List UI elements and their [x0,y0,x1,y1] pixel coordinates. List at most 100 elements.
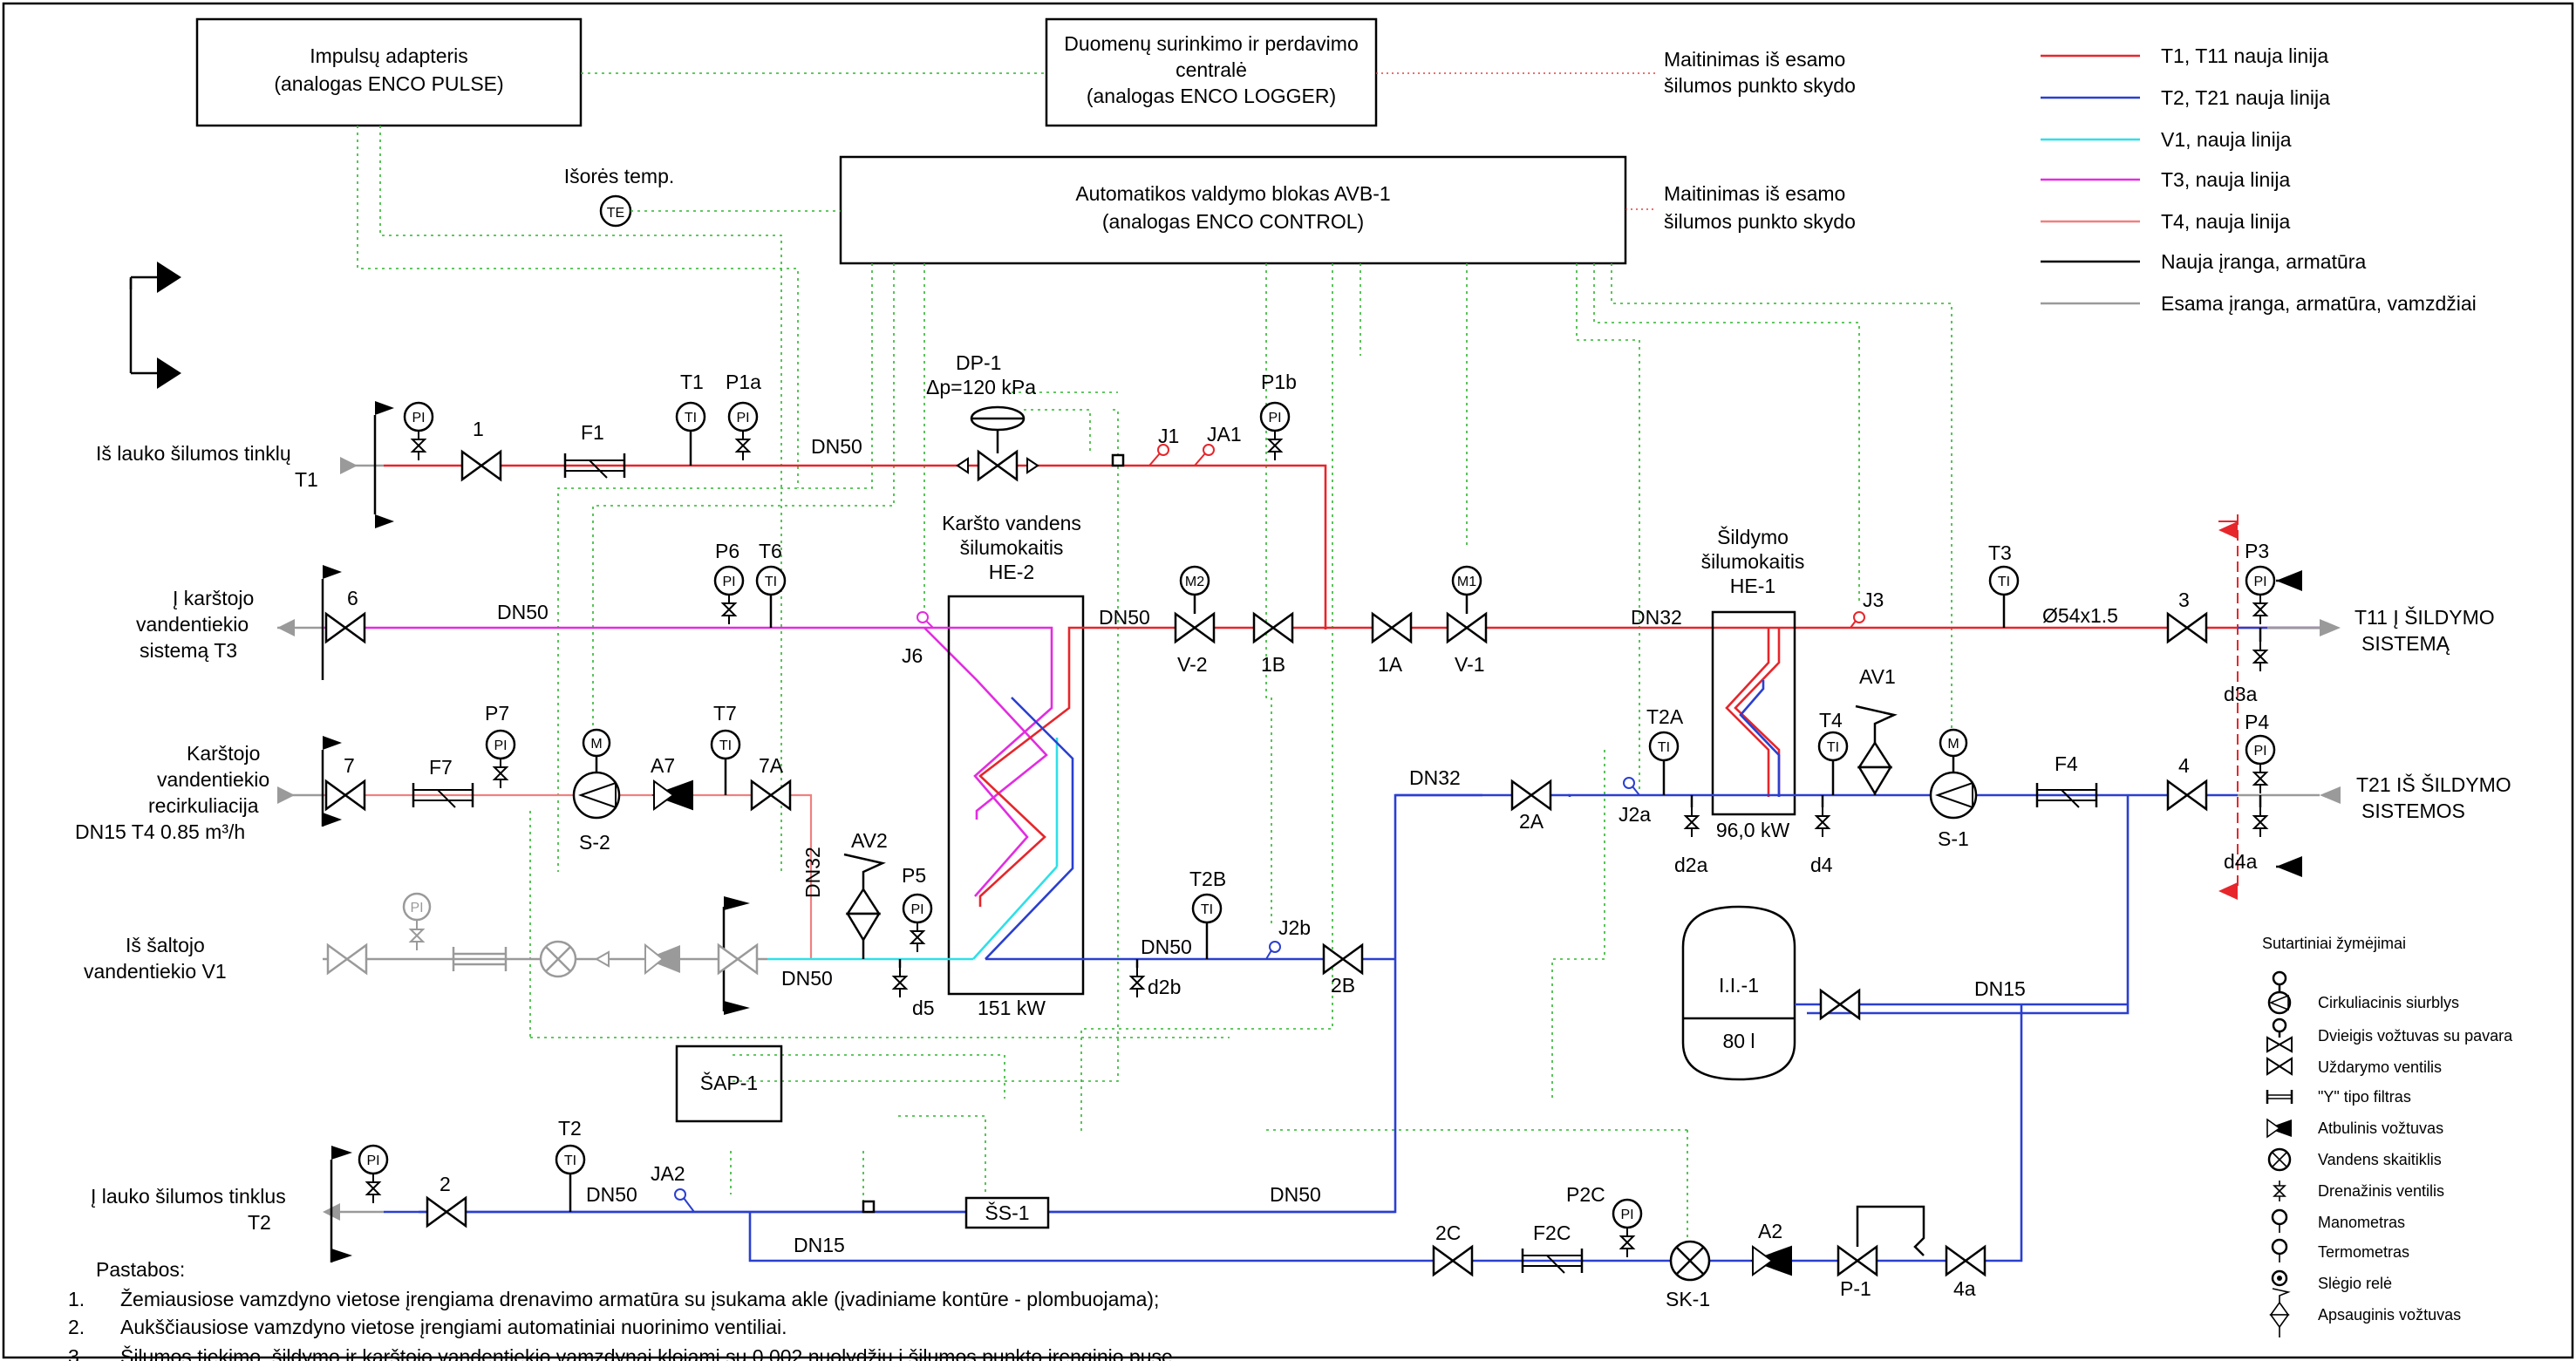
drain-d5-icon [893,959,907,998]
dn50-cold-label: DN50 [781,967,833,990]
pi-text: PI [910,902,923,917]
ja1-label: JA1 [1207,423,1242,446]
dhw-out-line3: sistemą T3 [140,639,237,662]
legend-new: Nauja įranga, armatūra [2161,250,2366,273]
note-2-text: Aukščiausiose vamzdyno vietose įrengiami… [120,1316,787,1338]
water-meter-icon [539,940,577,978]
power-label-2: Maitinimas iš esamo šilumos punkto skydo [1664,182,1856,233]
valve-4a-label: 4a [1953,1277,1976,1300]
dn50-meter-label: DN50 [1270,1183,1321,1206]
hx1-line3: HE-1 [1730,575,1775,597]
shutoff-valve-2a-icon [1510,779,1552,811]
heating-return-line [419,786,2341,1214]
heat-out-line1: T11 Į ŠILDYMO [2355,605,2495,629]
j1-label: J1 [1158,425,1179,447]
exp-tank-label: I.I.-1 [1719,974,1759,997]
t3-label: T3 [1988,541,2012,564]
data-logger-box: Duomenų surinkimo ir perdavimo centralė … [1045,17,1378,127]
ti-t1-icon: TI [675,401,706,466]
hx1-line2: šilumokaitis [1701,550,1805,573]
signal-lines [357,72,1952,1238]
recirc-line3: recirkuliacija [148,794,259,817]
power-label-1: Maitinimas iš esamo šilumos punkto skydo [1664,48,1856,97]
p1-label: P-1 [1840,1277,1871,1300]
legend-symbol-8: Manometras [2318,1214,2405,1231]
sk1-label: SK-1 [1666,1288,1710,1310]
shutoff-valve-4a-icon [1945,1245,1987,1276]
pi-text: PI [1620,1208,1633,1222]
pipe-size-label: Ø54x1.5 [2042,604,2118,627]
legend-symbol-6: Vandens skaitiklis [2318,1151,2442,1168]
pi-p1b-icon: PI [1259,401,1291,461]
power1-line2: šilumos punkto skydo [1664,74,1856,97]
a2-label: A2 [1758,1220,1782,1242]
te-text: TE [607,206,624,221]
ti-t2a-icon: TI [1648,731,1680,795]
valve-3-label: 3 [2178,589,2190,611]
dhw-line-t3 [277,619,1048,820]
shutoff-valve-3-icon [2166,612,2208,643]
motor-valve-v2-icon: M2 [1174,565,1216,643]
dn50-dhw-label: DN50 [497,601,549,623]
ti-t7-icon: TI [710,729,741,795]
recirc-line2: vandentiekio [157,768,269,791]
shutoff-valve-4-icon [2166,779,2208,811]
j2a-label: J2a [1619,803,1651,826]
return-flags [330,1146,352,1262]
shutoff-valve-1b-icon [1252,612,1294,643]
t7-label: T7 [713,702,737,725]
avb-line1: Automatikos valdymo blokas AVB-1 [1075,182,1390,205]
drain-d2a-icon [1685,795,1699,838]
expansion-tank-ii1: I.I.-1 80 l [1681,905,1796,1081]
valve-7a-label: 7A [759,754,784,777]
ti-text: TI [765,575,777,589]
pi-gauge-supply-icon: PI [403,401,434,461]
j2b-label: J2b [1278,916,1311,939]
pi-text: PI [494,738,507,753]
legend-water-meter-icon [2267,1147,2292,1172]
temp-sensor-j2b-icon [1265,941,1281,960]
av1-label: AV1 [1859,665,1896,688]
legend-symbol-9: Termometras [2318,1243,2409,1261]
dn32-recirc-label: DN32 [801,847,824,898]
drain-d4-icon [1816,795,1830,838]
power1-line1: Maitinimas iš esamo [1664,48,1845,71]
d4-label: d4 [1810,854,1833,876]
drain-d3a-icon [2253,628,2267,672]
pi-p1a-icon: PI [727,401,759,461]
legend-t2: T2, T21 nauja linija [2161,86,2330,109]
safety-valve-av2-icon [843,853,886,959]
legend-symbol-2: Dvieigis vožtuvas su pavara [2318,1027,2513,1045]
pi-text: PI [366,1153,379,1168]
legend-symbol-5: Atbulinis vožtuvas [2318,1119,2443,1137]
exp-tank-volume: 80 l [1722,1030,1755,1052]
supply-inlet-line1: Iš lauko šilumos tinklų [96,442,291,465]
dn32-primary-label: DN32 [1631,606,1682,629]
dn50-return-label: DN50 [586,1183,637,1206]
legend-motor-valve-icon [2266,1017,2293,1053]
line-legend: T1, T11 nauja linija T2, T21 nauja linij… [2041,44,2477,315]
pi-text: PI [1268,411,1281,425]
temp-sensor-j1-icon [1148,444,1169,466]
legend-symbol-11: Apsauginis vožtuvas [2318,1306,2461,1324]
temp-sensor-j6-icon [917,611,934,629]
ti-text: TI [719,738,732,753]
legend-symbol-10: Slėgio relė [2318,1275,2392,1292]
pump-s1-icon: M [1929,728,1978,820]
dn15-expansion-label: DN15 [1974,977,2026,1000]
ti-text: TI [685,411,697,425]
a7-label: A7 [651,754,675,777]
legend-t1: T1, T11 nauja linija [2161,44,2328,67]
valve-7-label: 7 [344,754,355,777]
supply-line-t1 [340,457,1327,629]
cold-inlet-line1: Iš šaltojo [126,934,205,956]
heat-exchanger-he2: Karšto vandens šilumokaitis HE-2 151 kW [924,512,1085,1019]
note-2-number: 2. [68,1316,85,1338]
hx2-line2: šilumokaitis [960,536,1064,559]
sap1-label: ŠAP-1 [700,1071,758,1094]
logger-line2: centralė [1176,58,1247,81]
shutoff-valve-7a-icon [750,779,792,811]
dhw-flags [321,565,342,680]
ti-text: TI [1658,740,1670,755]
